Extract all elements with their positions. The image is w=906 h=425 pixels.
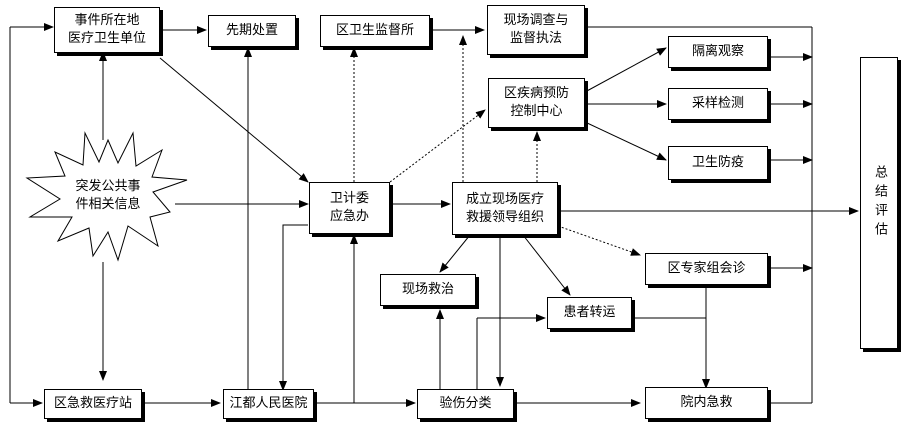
field-investigation-node: 现场调查与 监督执法 xyxy=(487,5,585,55)
summary-evaluation-node: 总结评估 xyxy=(860,57,898,349)
district-supervision-node: 区卫生监督所 xyxy=(320,15,430,47)
jiangdu-hospital-node: 江都人民医院 xyxy=(223,389,314,419)
health-prevention-node: 卫生防疫 xyxy=(668,146,768,180)
reporting-unit-node: 事件所在地 医疗卫生单位 xyxy=(54,7,160,53)
expert-consultation-node: 区专家组会诊 xyxy=(645,253,768,285)
onsite-rescue-node: 现场救治 xyxy=(380,274,476,306)
district-emergency-station-node: 区急救医疗站 xyxy=(44,389,142,419)
patient-transfer-node: 患者转运 xyxy=(547,297,632,329)
triage-node: 验伤分类 xyxy=(417,389,514,419)
initial-response-node: 先期处置 xyxy=(208,15,296,47)
sampling-node: 采样检测 xyxy=(668,88,768,120)
starburst-shape xyxy=(25,131,188,262)
isolation-node: 隔离观察 xyxy=(668,36,768,68)
in-hospital-rescue-node: 院内急救 xyxy=(645,387,768,419)
health-committee-office-node: 卫计委 应急办 xyxy=(309,182,390,234)
district-cdc-node: 区疾病预防 控制中心 xyxy=(488,78,585,128)
emergency-event-info-label: 突发公共事 件相关信息 xyxy=(75,179,141,212)
field-command-node: 成立现场医疗 救援领导组织 xyxy=(452,182,558,235)
